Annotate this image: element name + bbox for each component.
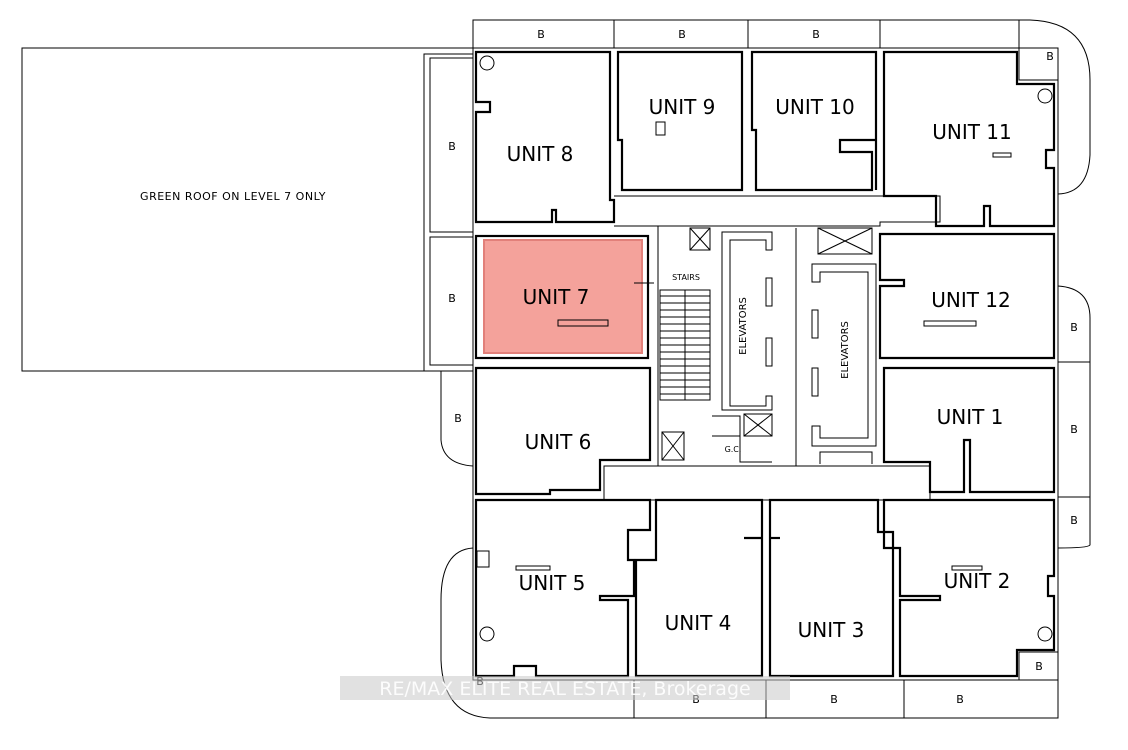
- unit-2-label: UNIT 2: [944, 569, 1011, 593]
- balcony-bottom: [440, 547, 1059, 719]
- unit-3-label: UNIT 3: [798, 618, 865, 642]
- unit-9-label: UNIT 9: [649, 95, 716, 119]
- unit-12-label: UNIT 12: [931, 288, 1011, 312]
- unit-10-label: UNIT 10: [775, 95, 855, 119]
- unit-4-label: UNIT 4: [665, 611, 732, 635]
- stairs: [657, 226, 711, 466]
- balcony-top-strip: [472, 19, 1020, 49]
- unit-6-walls: [474, 366, 652, 496]
- balcony-label: B: [1070, 423, 1078, 436]
- watermark-band: [340, 676, 790, 700]
- unit-8-label: UNIT 8: [507, 142, 574, 166]
- elevators-label: ELEVATORS: [738, 297, 749, 355]
- green-roof-area: [21, 47, 474, 372]
- balcony-label: B: [812, 28, 820, 41]
- unit-7-walls: [474, 234, 650, 360]
- unit-1-walls: [882, 366, 1056, 494]
- watermark: RE/MAX ELITE REAL ESTATE, Brokerage: [379, 678, 750, 700]
- column-marker: [479, 55, 495, 71]
- column-marker: [1037, 88, 1053, 104]
- balcony-label: B: [1035, 660, 1043, 673]
- balcony-label: B: [678, 28, 686, 41]
- corridor-north: [614, 195, 941, 227]
- gc-label: G.C.: [725, 445, 742, 454]
- balcony-label: B: [454, 412, 462, 425]
- balcony-top-right: [1018, 19, 1091, 195]
- balcony-label: B: [1070, 321, 1078, 334]
- unit-7-highlight[interactable]: [483, 239, 643, 354]
- unit-10-walls: [750, 50, 878, 192]
- balcony-label: B: [1046, 50, 1054, 63]
- unit-6-label: UNIT 6: [525, 430, 592, 454]
- elevators-left: [712, 231, 773, 463]
- balcony-label: B: [448, 292, 456, 305]
- unit-5-walls: [474, 498, 652, 678]
- unit-12-walls: [878, 232, 1056, 360]
- stairs-label: STAIRS: [672, 273, 700, 282]
- unit-11-walls: [882, 50, 1056, 228]
- column-marker: [1037, 626, 1053, 642]
- balcony-label: B: [537, 28, 545, 41]
- balcony-label: B: [956, 693, 964, 706]
- unit-11-label: UNIT 11: [932, 120, 1012, 144]
- unit-4-walls: [634, 498, 764, 678]
- balcony-label: B: [830, 693, 838, 706]
- balcony-right: [1057, 285, 1091, 549]
- elevators-right: [795, 227, 877, 466]
- unit-3-walls: [768, 498, 895, 678]
- elevators-label: ELEVATORS: [840, 321, 851, 379]
- unit-9-walls: [616, 50, 744, 192]
- column-marker: [479, 626, 495, 642]
- unit-5-label: UNIT 5: [519, 571, 586, 595]
- unit-7-label: UNIT 7: [523, 285, 590, 309]
- unit-8-walls: [474, 50, 616, 224]
- unit-2-walls: [882, 498, 1056, 678]
- balcony-label: B: [448, 140, 456, 153]
- left-balcony-frame: [423, 53, 474, 372]
- balcony-left-lower: [440, 370, 474, 467]
- green-roof-label: GREEN ROOF ON LEVEL 7 ONLY: [140, 190, 326, 203]
- corridor-south: [603, 465, 931, 501]
- unit-1-label: UNIT 1: [937, 405, 1004, 429]
- balcony-label: B: [1070, 514, 1078, 527]
